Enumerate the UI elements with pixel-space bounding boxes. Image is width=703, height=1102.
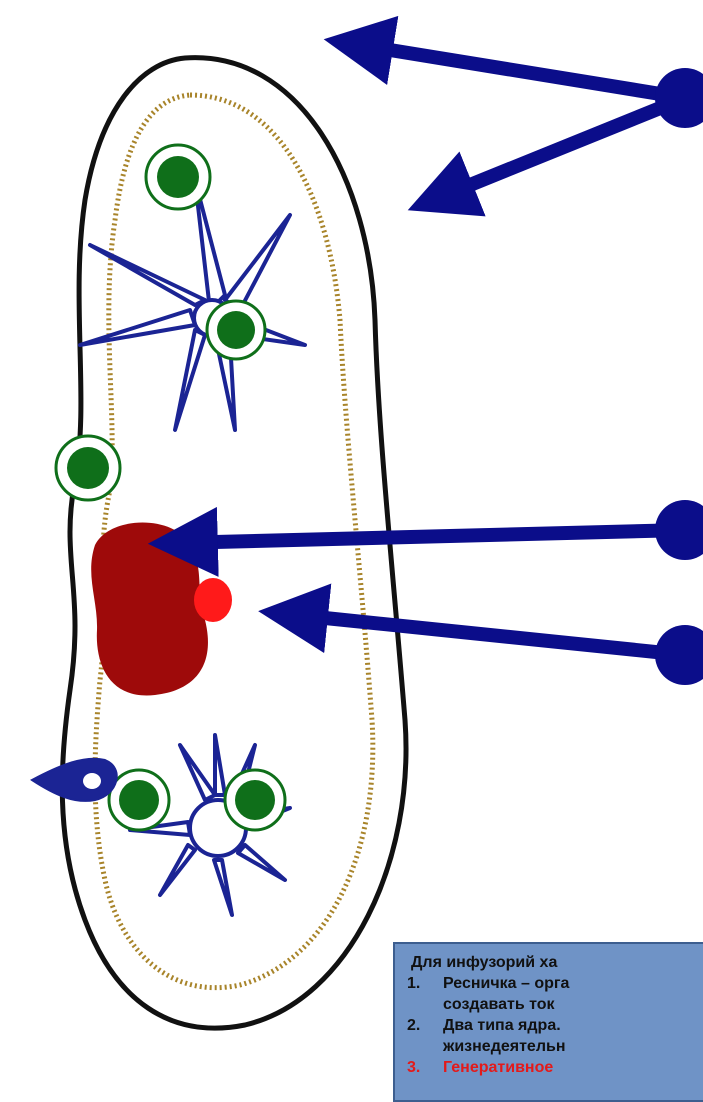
list-item-line: создавать ток xyxy=(443,996,555,1013)
pointer-dot-top xyxy=(655,68,703,128)
info-intro: Для инфузорий ха xyxy=(405,952,703,973)
info-list: 1. Ресничка – орга создавать ток 2. Два … xyxy=(405,973,703,1078)
list-item-number: 1. xyxy=(407,973,420,994)
food-vacuole xyxy=(207,301,265,359)
list-item: 1. Ресничка – орга создавать ток xyxy=(405,973,703,1015)
oral-vacuole xyxy=(32,759,117,801)
list-item-line: Ресничка – орга xyxy=(443,975,569,992)
oral-vacuole-highlight xyxy=(83,773,101,789)
pointer-dot-bottom xyxy=(655,625,703,685)
food-vacuole xyxy=(146,145,210,209)
list-item-line: жизнедеятельн xyxy=(443,1038,565,1055)
arrow-to-membrane xyxy=(470,98,685,185)
list-item-line: Два типа ядра. xyxy=(443,1017,561,1034)
macronucleus xyxy=(91,523,208,696)
list-item-highlighted: 3. Генеративное xyxy=(405,1057,703,1078)
arrow-to-cilia xyxy=(390,50,685,98)
list-item-line: Генеративное xyxy=(443,1059,553,1076)
food-vacuole xyxy=(56,436,120,500)
food-vacuole xyxy=(225,770,285,830)
pointer-dot-middle xyxy=(655,500,703,560)
list-item-number: 2. xyxy=(407,1015,420,1036)
list-item-number: 3. xyxy=(407,1057,420,1078)
food-vacuole xyxy=(109,770,169,830)
list-item: 2. Два типа ядра. жизнедеятельн xyxy=(405,1015,703,1057)
micronucleus xyxy=(194,578,232,622)
info-box: Для инфузорий ха 1. Ресничка – орга созд… xyxy=(393,942,703,1102)
